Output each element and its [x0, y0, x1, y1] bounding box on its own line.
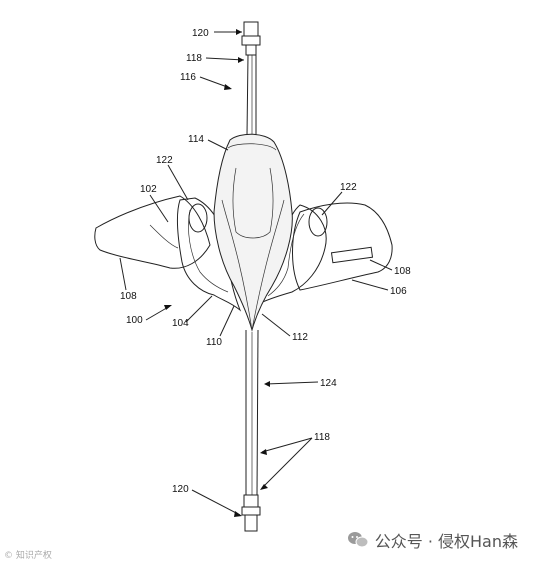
label-104: 104 — [172, 318, 189, 329]
top-rod — [241, 21, 261, 136]
label-120-bottom: 120 — [172, 484, 189, 495]
label-112: 112 — [292, 332, 308, 343]
label-124: 124 — [320, 378, 337, 389]
label-122-right: 122 — [340, 182, 357, 193]
label-114: 114 — [188, 134, 204, 145]
label-102: 102 — [140, 184, 157, 195]
label-120-top: 120 — [192, 28, 209, 39]
label-108-right: 108 — [394, 266, 411, 277]
label-118-bottom: 118 — [314, 432, 330, 443]
label-106: 106 — [390, 286, 407, 297]
right-strap-108 — [330, 246, 374, 264]
watermark-right: 公众号 · 侵权Han森 — [347, 528, 518, 552]
label-100: 100 — [126, 315, 143, 326]
watermark-text: 公众号 · 侵权Han森 — [374, 532, 518, 551]
leader-lines — [119, 29, 393, 517]
right-wing — [292, 202, 393, 291]
wechat-icon — [347, 532, 369, 548]
watermark-left: © 知识产权 — [4, 551, 52, 561]
bottom-rod — [241, 329, 261, 532]
label-116: 116 — [180, 72, 196, 83]
label-118-top: 118 — [186, 53, 202, 64]
label-108-left: 108 — [120, 291, 137, 302]
label-110: 110 — [206, 337, 222, 348]
label-122-left: 122 — [156, 155, 173, 166]
